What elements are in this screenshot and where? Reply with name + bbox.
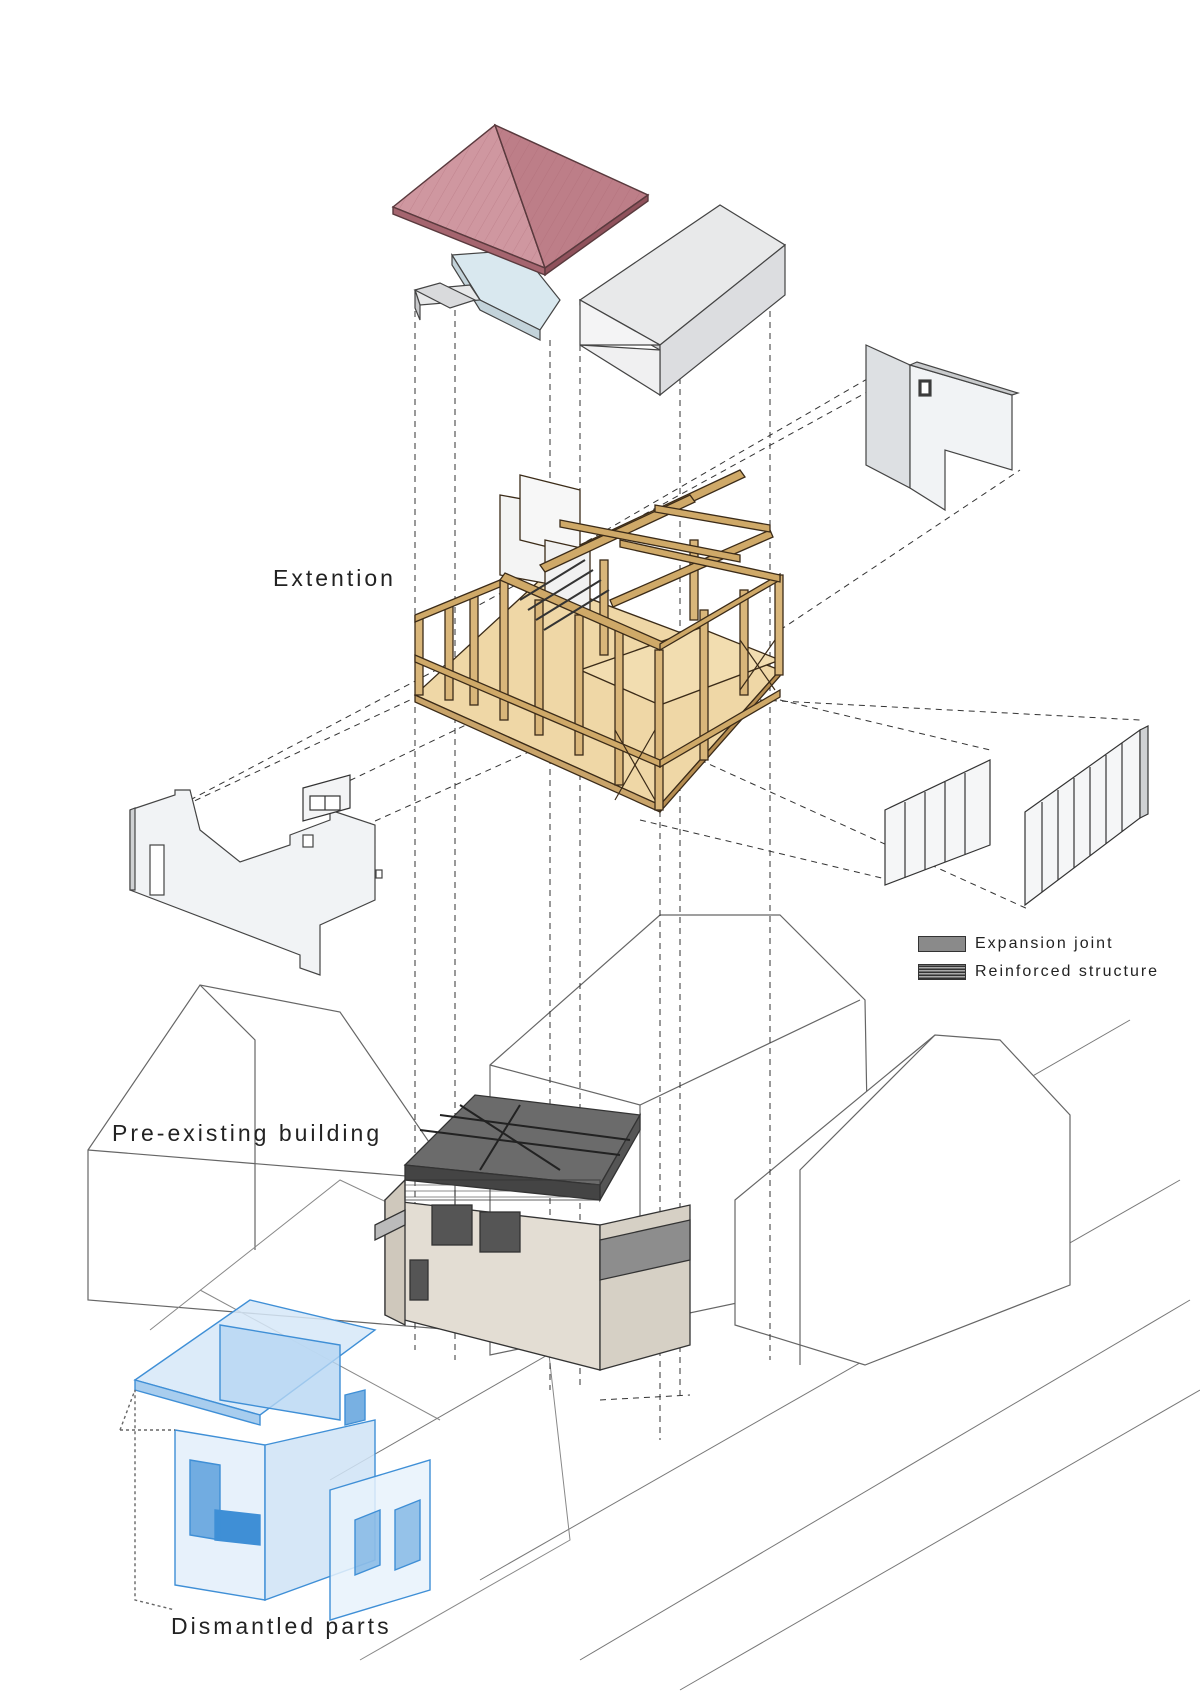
wall-panel-left (129, 789, 383, 976)
glazed-panel-middle (884, 759, 991, 886)
legend-swatch-striped (918, 964, 966, 980)
legend-label: Expansion joint (975, 935, 1114, 952)
label-dismantled-parts: Dismantled parts (171, 1613, 392, 1639)
context-house-right (734, 1034, 1071, 1366)
chimney-column (413, 282, 477, 309)
legend-item-reinforced-structure: Reinforced structure (918, 963, 1159, 981)
legend-label: Reinforced structure (975, 963, 1160, 980)
label-extension: Extention (273, 565, 396, 591)
extension-timber-frame (413, 469, 784, 814)
roof-deck-slab (578, 204, 787, 397)
label-pre-existing-building: Pre-existing building (112, 1120, 383, 1146)
window-panel-small (302, 774, 351, 822)
wall-panel-upper-right (865, 344, 1020, 512)
legend-swatch-solid (918, 936, 966, 952)
legend-item-expansion-joint: Expansion joint (918, 935, 1114, 953)
pre-existing-building (374, 1094, 691, 1371)
pitched-roof (391, 123, 650, 277)
dismantled-parts (119, 1299, 431, 1621)
glazed-panel-right (1024, 725, 1149, 907)
